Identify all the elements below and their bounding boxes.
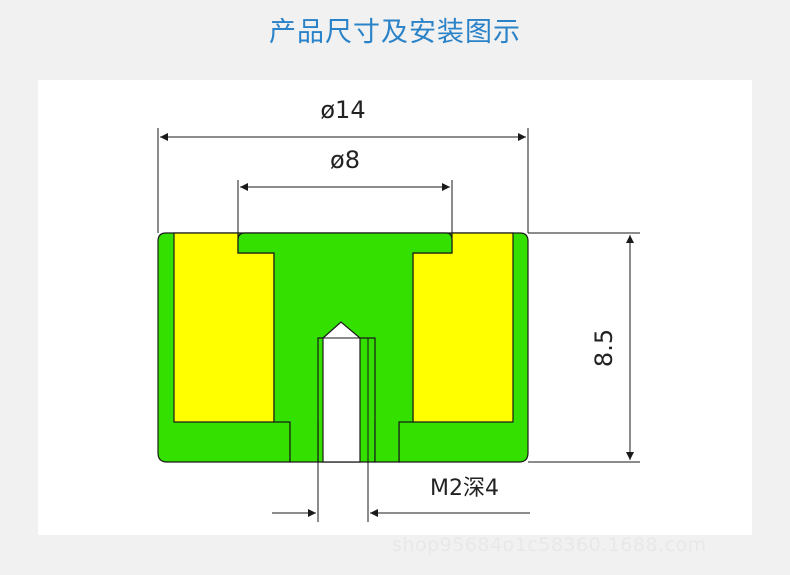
threaded-hole	[322, 321, 361, 463]
watermark: shop95684o1c58360.1688.com	[392, 534, 707, 556]
outer-diameter-label: ø14	[320, 96, 365, 124]
magnet-right	[412, 232, 514, 423]
page-title: 产品尺寸及安装图示	[269, 17, 521, 48]
thread-label: M2深4	[430, 476, 499, 501]
center-lip	[237, 232, 453, 463]
magnet-left	[173, 232, 275, 423]
height-label: 8.5	[590, 329, 618, 367]
inner-diameter-label: ø8	[330, 146, 360, 174]
